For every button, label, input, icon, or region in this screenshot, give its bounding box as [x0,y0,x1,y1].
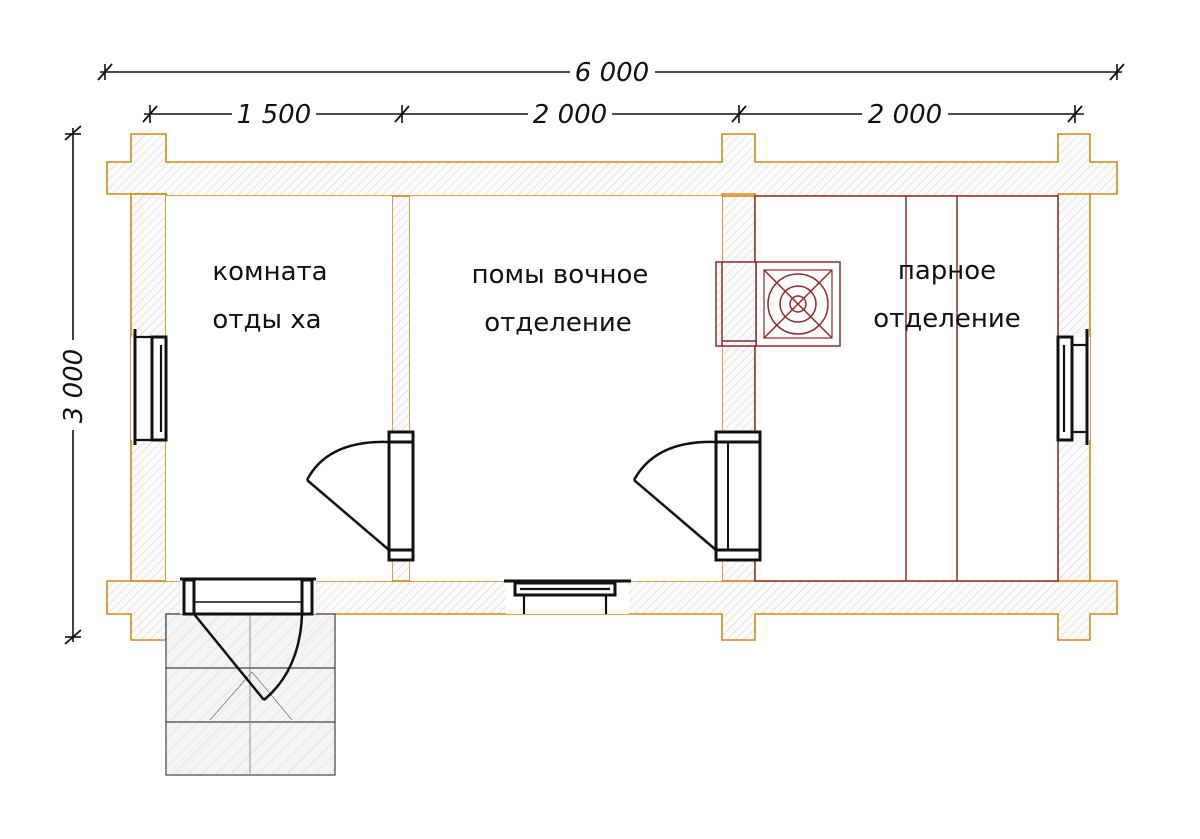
door-1 [305,430,415,562]
window-right [1056,329,1090,445]
room-label-rest: комната отды ха [212,257,327,335]
entrance-porch [165,613,336,776]
dimension-segment-2-label: 2 000 [533,100,607,130]
door-2 [632,430,762,562]
wall-top [106,133,1118,197]
window-left [131,329,168,445]
room-interior-1 [166,196,392,581]
room-label-washing: помы вочное отделение [472,260,649,338]
room-label-rest-line1: комната [212,257,327,287]
room-interiors [166,196,1058,581]
dimension-total: 6 000 [97,58,1125,88]
room-interior-2 [410,196,722,581]
room-label-rest-line2: отды ха [212,305,321,335]
room-label-washing-line2: отделение [484,308,632,338]
room-label-washing-line1: помы вочное [472,260,649,290]
room-label-steam: парное отделение [873,256,1021,334]
dimension-total-label: 6 000 [575,58,649,88]
dimension-height-label: 3 000 [59,349,89,423]
dimension-segment-1-label: 1 500 [237,100,311,130]
stove-icon [715,261,841,347]
room-label-steam-line2: отделение [873,304,1021,334]
dimension-segments: 1 500 2 000 2 000 [142,100,1084,130]
entrance-door [180,577,316,701]
window-bottom [504,579,631,614]
dimension-height: 3 000 [59,125,89,645]
room-label-steam-line1: парное [898,256,996,286]
dimension-segment-3-label: 2 000 [868,100,942,130]
